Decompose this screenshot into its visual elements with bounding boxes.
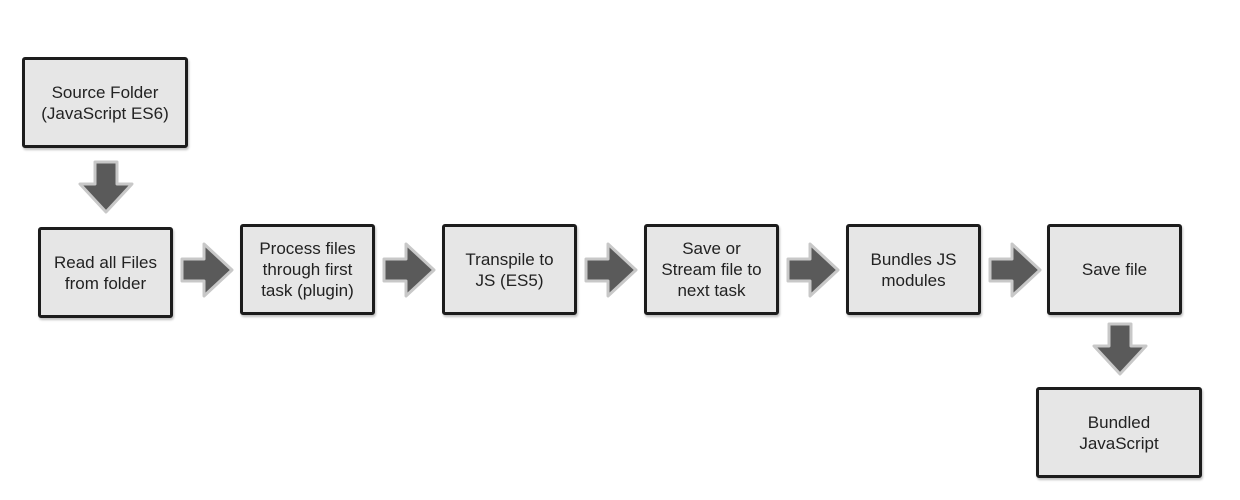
node-bundled-javascript-label: Bundled JavaScript xyxy=(1079,412,1159,453)
arrow-right-icon xyxy=(382,242,436,298)
node-read-files-label: Read all Files from folder xyxy=(54,252,157,293)
node-transpile-label: Transpile to JS (ES5) xyxy=(465,249,554,290)
arrow-down-icon xyxy=(1092,322,1148,376)
arrow-right-icon xyxy=(180,242,234,298)
arrow-right-icon xyxy=(988,242,1042,298)
node-read-files: Read all Files from folder xyxy=(38,227,173,318)
node-bundles-modules-label: Bundles JS modules xyxy=(870,249,957,290)
node-save-or-stream-label: Save or Stream file to next task xyxy=(661,239,762,300)
arrow-down-icon xyxy=(78,160,134,214)
node-process-files-label: Process files through first task (plugin… xyxy=(259,239,356,300)
node-source-folder: Source Folder (JavaScript ES6) xyxy=(22,57,188,148)
node-source-folder-label: Source Folder (JavaScript ES6) xyxy=(41,82,169,123)
node-save-or-stream: Save or Stream file to next task xyxy=(644,224,779,315)
arrow-right-icon xyxy=(786,242,840,298)
node-transpile: Transpile to JS (ES5) xyxy=(442,224,577,315)
node-bundled-javascript: Bundled JavaScript xyxy=(1036,387,1202,478)
node-save-file-label: Save file xyxy=(1081,260,1148,279)
node-process-files: Process files through first task (plugin… xyxy=(240,224,375,315)
node-save-file: Save file xyxy=(1047,224,1182,315)
node-bundles-modules: Bundles JS modules xyxy=(846,224,981,315)
arrow-right-icon xyxy=(584,242,638,298)
